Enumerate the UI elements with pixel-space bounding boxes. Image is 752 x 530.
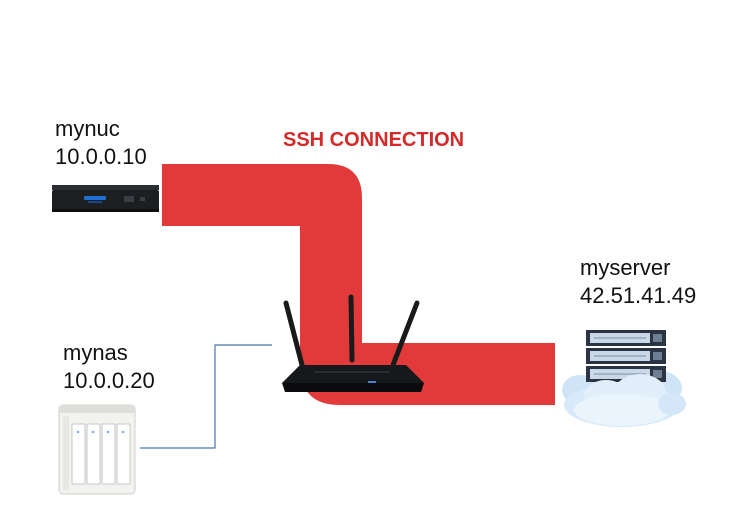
nas-ip-label: 10.0.0.20 — [63, 368, 155, 393]
nuc-name-label: mynuc — [55, 116, 120, 141]
nuc-ip-label: 10.0.0.10 — [55, 144, 147, 169]
ssh-connection-label: SSH CONNECTION — [283, 129, 465, 151]
ssh-connection-path — [162, 164, 555, 405]
lan-link — [140, 344, 272, 449]
cloud-server-icon — [562, 330, 686, 427]
router-icon — [282, 294, 424, 392]
nas-icon — [58, 404, 136, 495]
server-ip-label: 42.51.41.49 — [580, 283, 697, 308]
nas-name-label: mynas — [63, 340, 128, 365]
server-name-label: myserver — [580, 255, 671, 280]
mini-pc-icon — [52, 185, 159, 212]
